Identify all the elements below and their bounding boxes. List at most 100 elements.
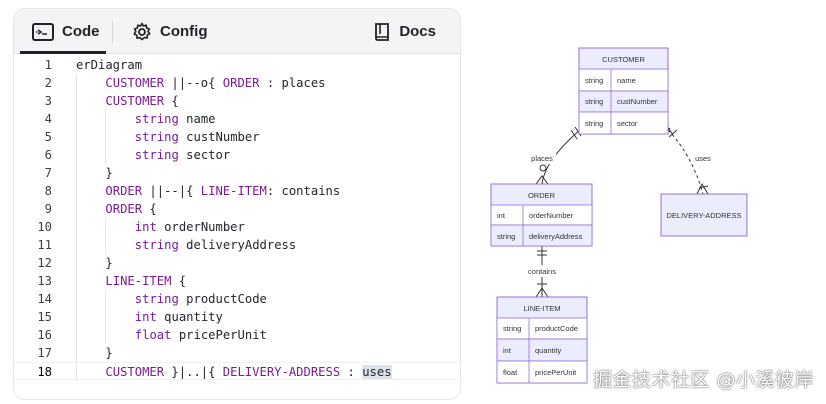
indent-guide <box>76 128 77 146</box>
label-contains: contains <box>528 267 556 276</box>
line-number: 5 <box>44 130 52 144</box>
indent-guide <box>76 326 77 344</box>
indent-guide <box>105 218 107 236</box>
code-text: ORDER { <box>105 200 156 218</box>
line-number: 7 <box>44 166 52 180</box>
code-line[interactable]: 5 string custNumber <box>14 128 460 146</box>
code-text: string productCode <box>135 290 267 308</box>
code-text: CUSTOMER { <box>105 92 178 110</box>
code-token: } <box>105 256 113 270</box>
attr-type: string <box>585 76 603 85</box>
attr-name: sector <box>617 119 638 128</box>
code-token: { <box>171 274 187 288</box>
code-token: }|..|{ <box>164 365 223 379</box>
tab-divider <box>112 21 113 43</box>
code-token: float <box>134 328 172 342</box>
code-token: : contains <box>266 184 341 198</box>
line-number: 11 <box>37 238 52 252</box>
gear-icon <box>132 22 152 42</box>
editor-tab-bar: Code Config Docs <box>14 9 460 54</box>
code-token: sector <box>178 148 231 162</box>
code-text: int quantity <box>135 308 223 326</box>
code-line[interactable]: 15 int quantity <box>14 308 460 326</box>
tab-config[interactable]: Config <box>132 9 207 54</box>
code-token: LINE-ITEM <box>200 184 267 198</box>
code-token: LINE-ITEM <box>105 274 172 288</box>
highlighted-token: uses <box>362 365 392 379</box>
attr-name: pricePerUnit <box>535 368 577 377</box>
code-text: } <box>105 164 112 182</box>
entity-delivery-address[interactable]: DELIVERY-ADDRESS <box>660 193 748 237</box>
code-token: string <box>134 112 179 126</box>
code-line[interactable]: 11 string deliveryAddress <box>14 236 460 254</box>
attr-type: string <box>503 324 521 333</box>
code-token: ||--o{ <box>164 76 223 90</box>
tab-docs-label: Docs <box>399 23 436 40</box>
attr-name: custNumber <box>617 97 658 106</box>
line-number: 2 <box>44 76 52 90</box>
attr-name: productCode <box>535 324 578 333</box>
code-token: string <box>134 238 179 252</box>
code-line[interactable]: 12} <box>14 254 460 272</box>
indent-guide <box>76 272 77 290</box>
indent-guide <box>105 146 107 164</box>
er-diagram-preview: places uses contains CUSTOMER string nam… <box>470 0 826 404</box>
entity-line-item-title: LINE-ITEM <box>523 304 560 313</box>
attr-type: int <box>503 346 512 355</box>
line-number: 15 <box>37 310 52 324</box>
code-token: : <box>340 365 363 379</box>
code-token: custNumber <box>178 130 260 144</box>
code-token: string <box>134 292 179 306</box>
active-tab-indicator <box>20 51 106 54</box>
code-token: int <box>134 310 157 324</box>
attr-name: orderNumber <box>529 211 574 220</box>
code-token: erDiagram <box>76 58 143 72</box>
attr-type: float <box>503 368 518 377</box>
indent-guide <box>76 146 77 164</box>
code-token: string <box>134 148 179 162</box>
tab-docs[interactable]: Docs <box>373 9 436 54</box>
line-number: 12 <box>37 256 52 270</box>
code-token: quantity <box>156 310 223 324</box>
attr-name: name <box>617 76 636 85</box>
indent-guide <box>76 236 77 254</box>
indent-guide <box>76 92 77 110</box>
indent-guide <box>105 236 107 254</box>
line-number: 6 <box>44 148 52 162</box>
entity-order[interactable]: ORDER int orderNumber string deliveryAdd… <box>490 183 593 247</box>
entity-customer[interactable]: CUSTOMER string name string custNumber s… <box>578 47 669 135</box>
code-line[interactable]: 6 string sector <box>14 146 460 164</box>
indent-guide <box>76 308 77 326</box>
indent-guide <box>76 363 77 381</box>
indent-guide <box>76 290 77 308</box>
code-text: LINE-ITEM { <box>105 272 186 290</box>
code-token: deliveryAddress <box>178 238 297 252</box>
line-number: 17 <box>37 346 52 360</box>
code-line[interactable]: 7} <box>14 164 460 182</box>
attr-type: string <box>585 97 603 106</box>
code-token: ORDER <box>105 184 143 198</box>
indent-guide <box>76 164 77 182</box>
code-line[interactable]: 17} <box>14 344 460 362</box>
label-places: places <box>531 154 553 163</box>
code-text: string custNumber <box>135 128 260 146</box>
code-token: CUSTOMER <box>105 365 165 379</box>
code-token: DELIVERY-ADDRESS <box>222 365 341 379</box>
code-text: } <box>105 254 112 272</box>
tab-code[interactable]: Code <box>32 9 100 54</box>
entity-line-item[interactable]: LINE-ITEM string productCode int quantit… <box>496 296 588 384</box>
line-number: 10 <box>37 220 52 234</box>
